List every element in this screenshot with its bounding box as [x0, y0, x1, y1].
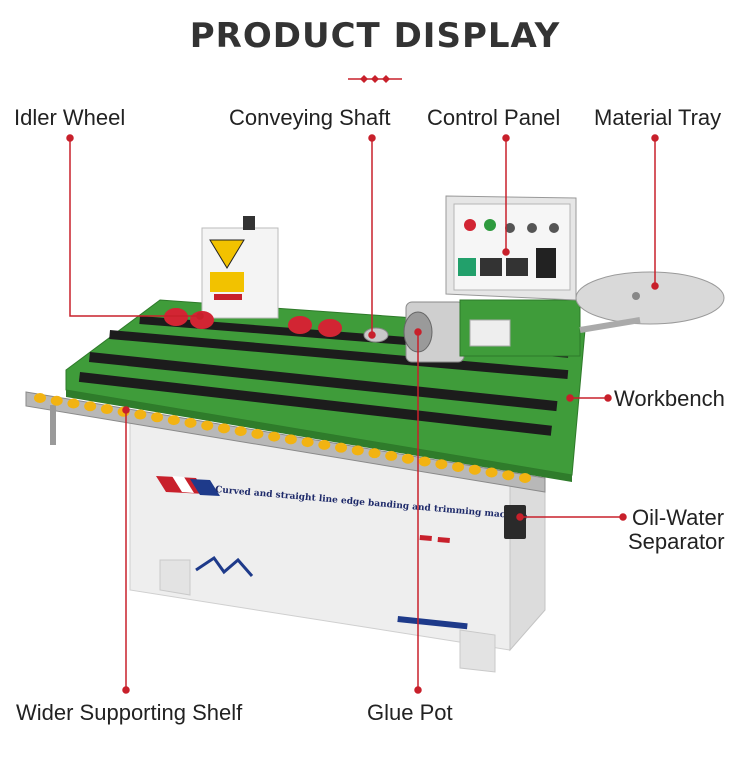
conveyor-roller [435, 459, 448, 470]
label-conveying-shaft: Conveying Shaft [229, 105, 391, 130]
conveyor-roller [401, 453, 414, 464]
conveyor-roller [452, 461, 465, 472]
conveyor-roller [468, 464, 481, 475]
supporting-shelf [25, 391, 546, 493]
control-panel-box [445, 195, 577, 301]
conveyor-roller [217, 423, 230, 434]
conveyor-roller [301, 437, 314, 448]
conveyor-roller [418, 456, 431, 467]
conveyor-roller [184, 417, 197, 428]
conveyor-roller [519, 473, 531, 483]
callout-lines [66, 134, 659, 694]
conveyor-roller [67, 398, 80, 409]
label-oil-water-line1: Oil-Water [632, 505, 725, 530]
idler-wheels [164, 308, 342, 337]
material-tray [575, 271, 725, 325]
conveyor-roller [351, 445, 364, 456]
conveyor-roller [251, 428, 264, 439]
conveyor-roller [100, 404, 113, 415]
label-workbench: Workbench [614, 386, 725, 411]
conveyor-roller [167, 415, 180, 426]
title-divider-ornament [348, 75, 402, 83]
label-oil-water-line2: Separator [628, 529, 725, 554]
label-wider-supporting-shelf: Wider Supporting Shelf [16, 700, 243, 725]
conveyor-roller [268, 431, 281, 442]
conveying-shaft [363, 327, 389, 343]
machine-cabinet [129, 419, 546, 673]
conveyor-roller [385, 450, 398, 461]
conveyor-roller [284, 434, 297, 445]
label-material-tray: Material Tray [594, 105, 722, 130]
conveyor-roller [485, 467, 498, 478]
conveyor-roller [134, 409, 147, 420]
conveyor-roller [318, 439, 331, 450]
conveyor-roller [151, 412, 164, 423]
trimming-unit [201, 216, 279, 319]
conveyor-roller [502, 470, 515, 481]
label-glue-pot: Glue Pot [367, 700, 453, 725]
conveyor-roller [34, 393, 46, 403]
conveyor-roller [234, 426, 247, 437]
label-control-panel: Control Panel [427, 105, 561, 130]
glue-pot-unit [403, 299, 581, 363]
workbench-top [65, 299, 586, 482]
label-idler-wheel: Idler Wheel [14, 105, 126, 130]
conveyor-roller [201, 420, 214, 431]
page-title: PRODUCT DISPLAY [189, 16, 561, 56]
conveyor-roller [335, 442, 348, 453]
oil-water-separator [504, 505, 526, 539]
conveyor-roller [84, 401, 97, 412]
conveyor-roller [368, 448, 381, 459]
conveyor-roller [50, 395, 63, 406]
